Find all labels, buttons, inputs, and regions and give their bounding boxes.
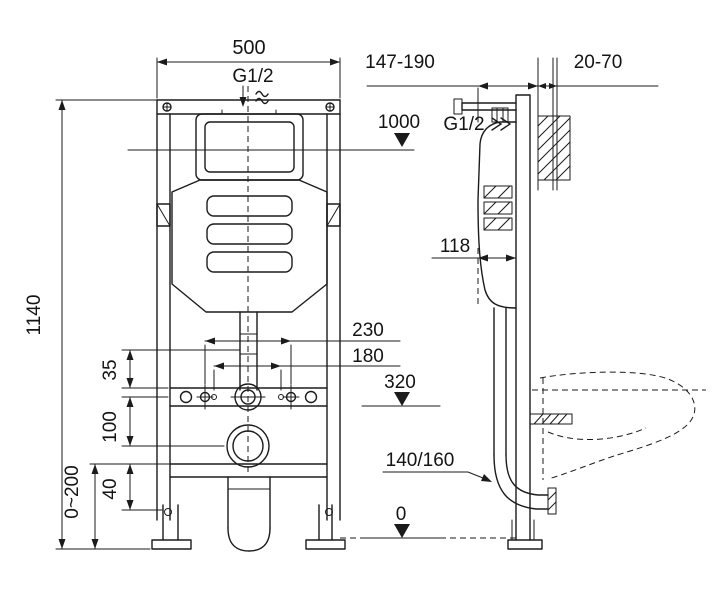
level-markers xyxy=(394,133,410,538)
label-bolts-180: 180 xyxy=(352,346,384,367)
label-height-1140: 1140 xyxy=(24,295,45,336)
label-adjust-0-200: 0~200 xyxy=(62,465,83,518)
label-outlet-140-160: 140/160 xyxy=(386,450,455,471)
label-depth-147-190: 147-190 xyxy=(365,52,435,73)
label-inlet-side: G1/2 xyxy=(443,114,484,135)
label-bolts-230: 230 xyxy=(352,320,384,341)
arrowheads xyxy=(58,58,557,549)
level-marker-320 xyxy=(394,392,410,406)
water-flow-icon-front xyxy=(255,90,269,105)
label-width-500: 500 xyxy=(232,37,265,59)
level-marker-1000 xyxy=(394,133,410,147)
label-offset-40: 40 xyxy=(100,478,121,499)
label-depth-118: 118 xyxy=(440,236,470,257)
centerlines-and-hidden-lines xyxy=(247,86,706,539)
label-wall-20-70: 20-70 xyxy=(574,52,623,73)
label-level-1000: 1000 xyxy=(378,112,420,133)
side-view xyxy=(453,57,573,550)
label-level-0: 0 xyxy=(396,504,407,525)
front-view xyxy=(151,99,346,552)
dimension-lines xyxy=(55,57,659,550)
label-offset-100: 100 xyxy=(100,411,121,443)
label-inlet-front: G1/2 xyxy=(232,66,273,87)
label-level-320: 320 xyxy=(384,372,416,393)
label-offset-35: 35 xyxy=(100,359,121,380)
water-flow-icon-side xyxy=(491,117,512,131)
flow-icons xyxy=(255,90,512,131)
dimension-labels: 500 G1/2 147-190 20-70 1000 G1/2 118 114… xyxy=(24,37,622,525)
level-marker-0 xyxy=(394,524,410,538)
